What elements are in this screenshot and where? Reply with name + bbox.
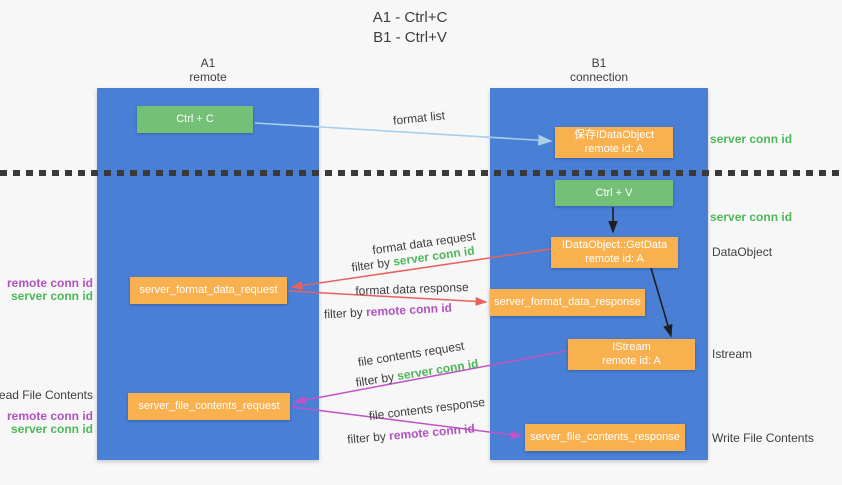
format-data-response-arrow-label: format data response xyxy=(355,280,469,298)
read-file-contents-label: Read File Contents xyxy=(0,388,93,402)
dotted-separator-line xyxy=(0,170,842,176)
left-column-name: A1 xyxy=(200,56,216,70)
istream-line2: remote id: A xyxy=(602,355,661,367)
filter-by-text: filter by xyxy=(354,369,399,390)
filter-key-remote-conn-id: remote conn id xyxy=(365,300,453,320)
save-dataobject-line1: 保存IDataObject xyxy=(573,129,655,141)
file-contents-response-arrow-label: file contents response xyxy=(368,394,486,424)
server-file-contents-request-node: server_file_contents_request xyxy=(128,393,290,420)
right-column-subtitle: connection xyxy=(569,70,629,84)
format-data-response-filter-label: filter by remote conn id xyxy=(324,301,453,322)
getdata-node: IDataObject::GetData remote id: A xyxy=(551,237,678,268)
server-format-data-response-node: server_format_data_response xyxy=(490,289,645,316)
server-conn-id-label-left-bottom: server conn id xyxy=(10,422,93,436)
left-conn-id-pair-top: remote conn id server conn id xyxy=(7,277,93,303)
filter-by-text: filter by xyxy=(346,428,390,447)
filter-key-remote-conn-id: remote conn id xyxy=(388,421,476,443)
write-file-contents-label: Write File Contents xyxy=(712,431,814,445)
server-conn-id-label-mid: server conn id xyxy=(710,210,793,224)
server-conn-id-label-top: server conn id xyxy=(710,132,793,146)
left-column-subtitle: remote xyxy=(189,70,227,84)
title-line-2: B1 - Ctrl+V xyxy=(373,29,447,46)
remote-conn-id-label-top: remote conn id xyxy=(6,276,93,290)
right-column-header: B1 connection xyxy=(490,56,708,84)
diagram-title: A1 - Ctrl+C B1 - Ctrl+V xyxy=(310,8,510,48)
istream-line1: IStream xyxy=(612,341,651,353)
filter-by-text: filter by xyxy=(323,305,367,322)
left-column-header: A1 remote xyxy=(97,56,319,84)
file-contents-response-filter-label: filter by remote conn id xyxy=(347,421,476,446)
title-line-1: A1 - Ctrl+C xyxy=(372,9,448,26)
remote-conn-id-label-bottom: remote conn id xyxy=(6,409,93,423)
ctrl-c-node: Ctrl + C xyxy=(137,106,253,133)
getdata-line1: IDataObject::GetData xyxy=(561,239,668,251)
istream-node: IStream remote id: A xyxy=(568,339,695,370)
dataobject-label: DataObject xyxy=(712,245,773,259)
filter-by-text: filter by xyxy=(350,254,395,275)
server-file-contents-response-node: server_file_contents_response xyxy=(525,424,685,451)
getdata-line2: remote id: A xyxy=(585,253,644,265)
server-conn-id-label-left-top: server conn id xyxy=(10,289,93,303)
save-dataobject-line2: remote id: A xyxy=(584,143,644,155)
istream-label: Istream xyxy=(712,347,753,361)
right-column-name: B1 xyxy=(591,56,607,70)
format-list-arrow-label: format list xyxy=(392,108,446,128)
ctrl-v-node: Ctrl + V xyxy=(555,180,673,206)
server-format-data-request-node: server_format_data_request xyxy=(130,277,287,304)
save-dataobject-node: 保存IDataObject remote id: A xyxy=(555,127,673,158)
left-conn-id-pair-bottom: remote conn id server conn id xyxy=(7,410,93,436)
